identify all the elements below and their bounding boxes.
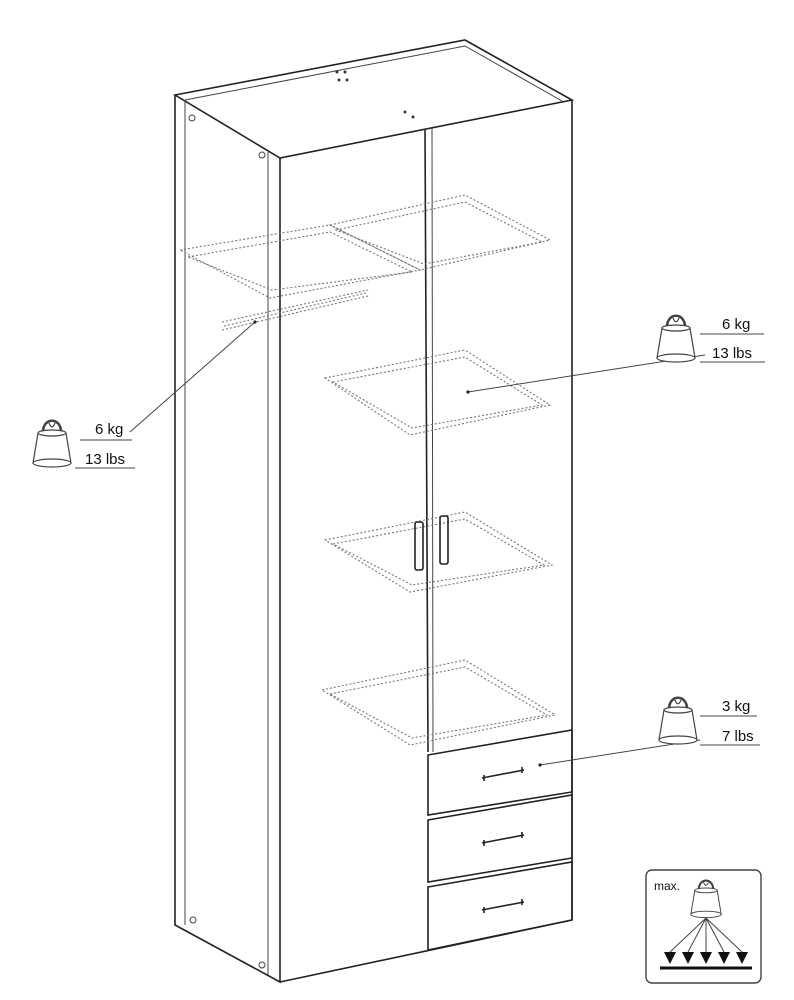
weight-lbs-label: 7 lbs (722, 728, 754, 745)
weight-lbs-label: 13 lbs (85, 451, 125, 468)
hanging-rail (221, 289, 369, 331)
wardrobe (172, 39, 575, 984)
door-handle-right (439, 515, 449, 565)
wardrobe-side-panel (174, 95, 281, 984)
weight-lbs-label: 13 lbs (712, 345, 752, 362)
weight-kg-label: 3 kg (722, 698, 750, 715)
leader-rail (129, 321, 256, 433)
weight-kg-label: 6 kg (722, 316, 750, 333)
drawers (427, 729, 573, 951)
drawer-3 (427, 861, 573, 951)
wardrobe-top (172, 39, 575, 159)
weight-callout-drawer: 3 kg 7 lbs (657, 696, 760, 746)
drawer-1 (427, 729, 573, 816)
weight-icon (657, 696, 699, 746)
interior-shelves (178, 194, 557, 746)
weight-icon (655, 314, 697, 364)
door-handle-left (414, 521, 424, 571)
weight-callout-rail: 6 kg 13 lbs (31, 419, 135, 469)
max-load-legend: max. (645, 869, 762, 984)
door-divider (424, 129, 429, 753)
weight-kg-label: 6 kg (95, 421, 123, 438)
drawer-2 (427, 794, 573, 883)
max-label: max. (654, 879, 680, 893)
weight-callout-shelf: 6 kg 13 lbs (655, 314, 765, 364)
weight-icon (31, 419, 73, 469)
